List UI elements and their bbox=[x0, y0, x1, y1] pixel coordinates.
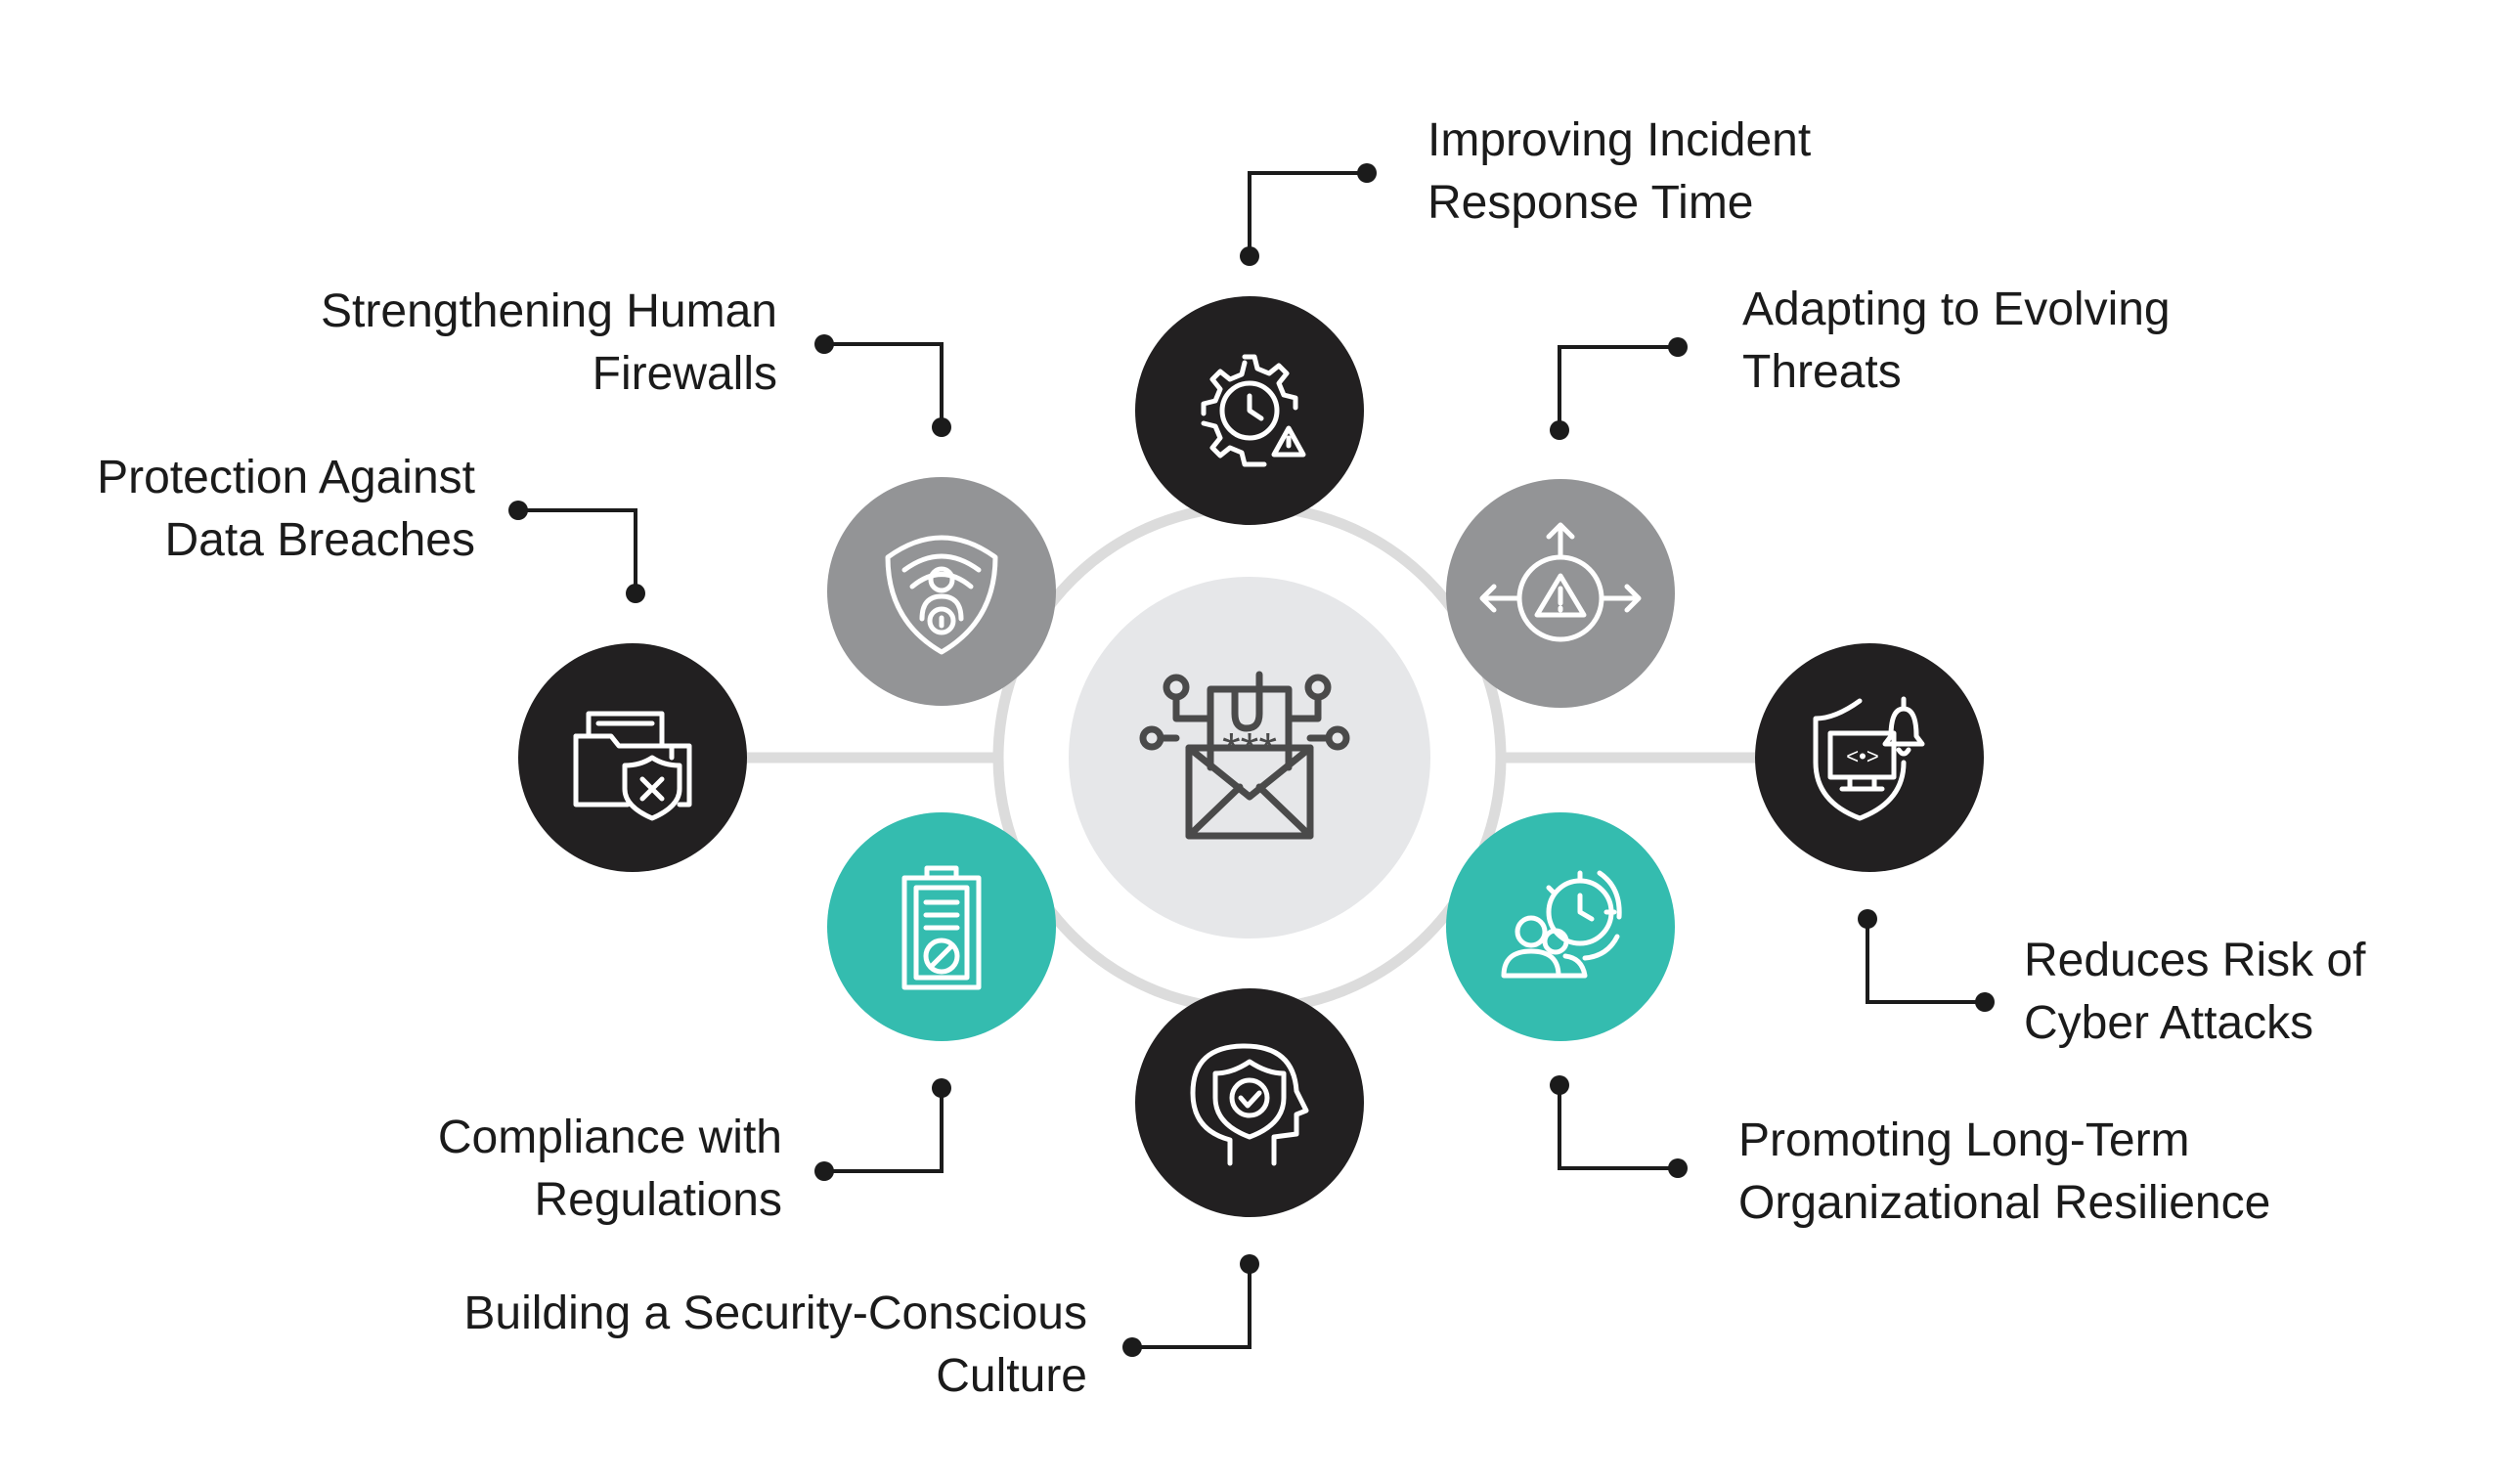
node-human-firewalls bbox=[827, 477, 1056, 706]
connector-cyber-attacks bbox=[1866, 919, 1985, 1004]
connector-compliance bbox=[824, 1088, 944, 1173]
connector-data-breaches bbox=[518, 508, 637, 593]
label-line: Response Time bbox=[1427, 177, 1754, 229]
label-line: Adapting to Evolving bbox=[1742, 284, 2171, 335]
node-incident-response bbox=[1135, 296, 1364, 525]
connector-culture bbox=[1132, 1264, 1252, 1349]
node-compliance bbox=[827, 812, 1056, 1041]
connector-dot-evolving-threats-0 bbox=[1550, 420, 1569, 440]
label-line: Organizational Resilience bbox=[1738, 1177, 2271, 1229]
connector-dot-human-firewalls-0 bbox=[932, 417, 951, 437]
connector-dot-incident-response-0 bbox=[1240, 246, 1259, 266]
head-shield-check-icon bbox=[1190, 1043, 1309, 1166]
label-line: Protection Against bbox=[97, 452, 475, 503]
connector-dot-data-breaches-0 bbox=[626, 584, 645, 603]
connector-dot-compliance-1 bbox=[814, 1161, 834, 1181]
connector-dot-compliance-0 bbox=[932, 1078, 951, 1098]
warning-arrows-icon bbox=[1479, 522, 1642, 642]
label-line: Threats bbox=[1742, 346, 1902, 398]
label-line: Promoting Long-Term bbox=[1738, 1114, 2190, 1166]
node-resilience bbox=[1446, 812, 1675, 1041]
label-line: Data Breaches bbox=[164, 514, 475, 566]
phishing-email-icon: *** bbox=[1139, 671, 1350, 840]
connector-incident-response bbox=[1248, 171, 1367, 256]
connector-dot-incident-response-1 bbox=[1357, 163, 1377, 183]
center-circle bbox=[1069, 577, 1430, 938]
connector-dot-culture-1 bbox=[1122, 1337, 1142, 1357]
connector-human-firewalls bbox=[824, 342, 944, 427]
label-line: Strengthening Human bbox=[321, 285, 777, 337]
label-line: Regulations bbox=[534, 1174, 783, 1226]
connector-dot-cyber-attacks-1 bbox=[1975, 992, 1995, 1012]
clipboard-denied-icon bbox=[901, 865, 982, 990]
label-line: Building a Security-Conscious bbox=[463, 1288, 1087, 1339]
label-line: Firewalls bbox=[592, 348, 777, 400]
folder-shield-x-icon bbox=[573, 711, 692, 821]
node-circle-data-breaches bbox=[518, 643, 747, 872]
connector-dot-evolving-threats-1 bbox=[1668, 337, 1688, 357]
nodes: <•> bbox=[518, 296, 1984, 1217]
label-line: Cyber Attacks bbox=[2024, 997, 2314, 1049]
connectors bbox=[508, 163, 1995, 1357]
label-line: Reduces Risk of bbox=[2024, 935, 2366, 986]
label-line: Improving Incident bbox=[1427, 114, 1812, 166]
connector-dot-cyber-attacks-0 bbox=[1858, 909, 1877, 929]
label-cyber-attacks: Reduces Risk of Cyber Attacks bbox=[2024, 930, 2365, 1055]
connector-dot-resilience-0 bbox=[1550, 1075, 1569, 1095]
connector-dot-data-breaches-1 bbox=[508, 501, 528, 520]
gear-clock-alert-icon bbox=[1201, 354, 1306, 467]
node-cyber-attacks: <•> bbox=[1755, 643, 1984, 872]
node-data-breaches bbox=[518, 643, 747, 872]
connector-dot-culture-0 bbox=[1240, 1254, 1259, 1274]
connector-resilience bbox=[1558, 1085, 1678, 1170]
connector-dot-resilience-1 bbox=[1668, 1158, 1688, 1178]
node-circle-cyber-attacks bbox=[1755, 643, 1984, 872]
shield-user-lock-icon bbox=[885, 535, 998, 655]
connector-dot-human-firewalls-1 bbox=[814, 334, 834, 354]
label-line: Compliance with bbox=[437, 1112, 782, 1163]
node-circle-resilience bbox=[1446, 812, 1675, 1041]
svg-text:***: *** bbox=[1222, 724, 1277, 776]
connector-evolving-threats bbox=[1558, 345, 1678, 430]
svg-text:<•>: <•> bbox=[1846, 744, 1878, 768]
team-gear-clock-icon bbox=[1501, 870, 1622, 979]
shield-monitor-bell-icon: <•> bbox=[1813, 696, 1925, 821]
node-evolving-threats bbox=[1446, 479, 1675, 708]
label-line: Culture bbox=[936, 1350, 1087, 1402]
node-culture bbox=[1135, 988, 1364, 1217]
